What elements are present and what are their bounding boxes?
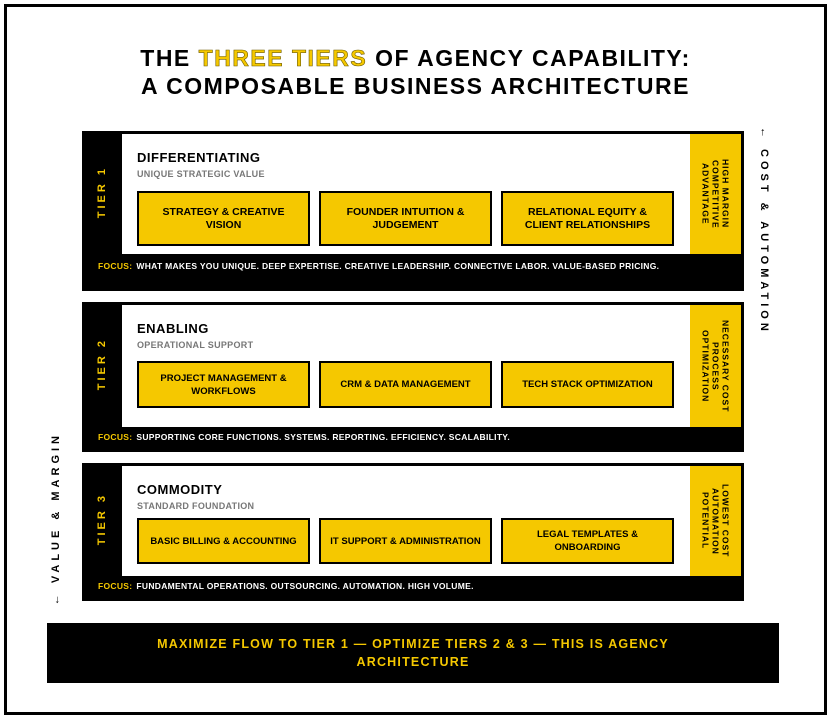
capability-card: CRM & DATA MANAGEMENT — [319, 361, 492, 408]
outer-frame — [4, 4, 827, 715]
axis-cost-automation: ← COST & AUTOMATION — [758, 127, 770, 335]
tier-2: TIER 2 ENABLING OPERATIONAL SUPPORT PROJ… — [82, 302, 744, 452]
tier-subtitle: OPERATIONAL SUPPORT — [137, 340, 254, 350]
tier-name: DIFFERENTIATING — [137, 150, 261, 165]
summary-banner: MAXIMIZE FLOW TO TIER 1 — OPTIMIZE TIERS… — [47, 623, 779, 683]
tier-subtitle: UNIQUE STRATEGIC VALUE — [137, 169, 265, 179]
tier-focus: FOCUS:FUNDAMENTAL OPERATIONS. OUTSOURCIN… — [98, 581, 474, 591]
tier-badge: HIGH MARGIN COMPETITIVE ADVANTAGE — [690, 134, 741, 254]
tier-label: TIER 2 — [96, 338, 108, 391]
capability-card: LEGAL TEMPLATES & ONBOARDING — [501, 518, 674, 564]
tier-1: TIER 1 DIFFERENTIATING UNIQUE STRATEGIC … — [82, 131, 744, 291]
capability-card: PROJECT MANAGEMENT & WORKFLOWS — [137, 361, 310, 408]
tier-badge: NECESSARY COST PROCESS OPTIMIZATION — [690, 305, 741, 427]
tier-subtitle: STANDARD FOUNDATION — [137, 501, 255, 511]
capability-card: RELATIONAL EQUITY & CLIENT RELATIONSHIPS — [501, 191, 674, 246]
tier-name: COMMODITY — [137, 482, 223, 497]
title-highlight: THREE TIERS — [198, 45, 368, 72]
tier-name: ENABLING — [137, 321, 209, 336]
tier-label: TIER 3 — [96, 493, 108, 546]
tier-focus: FOCUS:SUPPORTING CORE FUNCTIONS. SYSTEMS… — [98, 432, 510, 442]
capability-card: IT SUPPORT & ADMINISTRATION — [319, 518, 492, 564]
tier-focus: FOCUS:WHAT MAKES YOU UNIQUE. DEEP EXPERT… — [98, 261, 660, 271]
tier-3: TIER 3 COMMODITY STANDARD FOUNDATION BAS… — [82, 463, 744, 601]
capability-card: BASIC BILLING & ACCOUNTING — [137, 518, 310, 564]
tier-badge: LOWEST COST AUTOMATION POTENTIAL — [690, 466, 741, 576]
capability-card: FOUNDER INTUITION & JUDGEMENT — [319, 191, 492, 246]
axis-value-margin: ← VALUE & MARGIN — [50, 432, 62, 606]
capability-card: TECH STACK OPTIMIZATION — [501, 361, 674, 408]
capability-card: STRATEGY & CREATIVE VISION — [137, 191, 310, 246]
page-title: THE THREE TIERS OF AGENCY CAPABILITY: A … — [140, 45, 691, 99]
tier-label: TIER 1 — [96, 166, 108, 219]
